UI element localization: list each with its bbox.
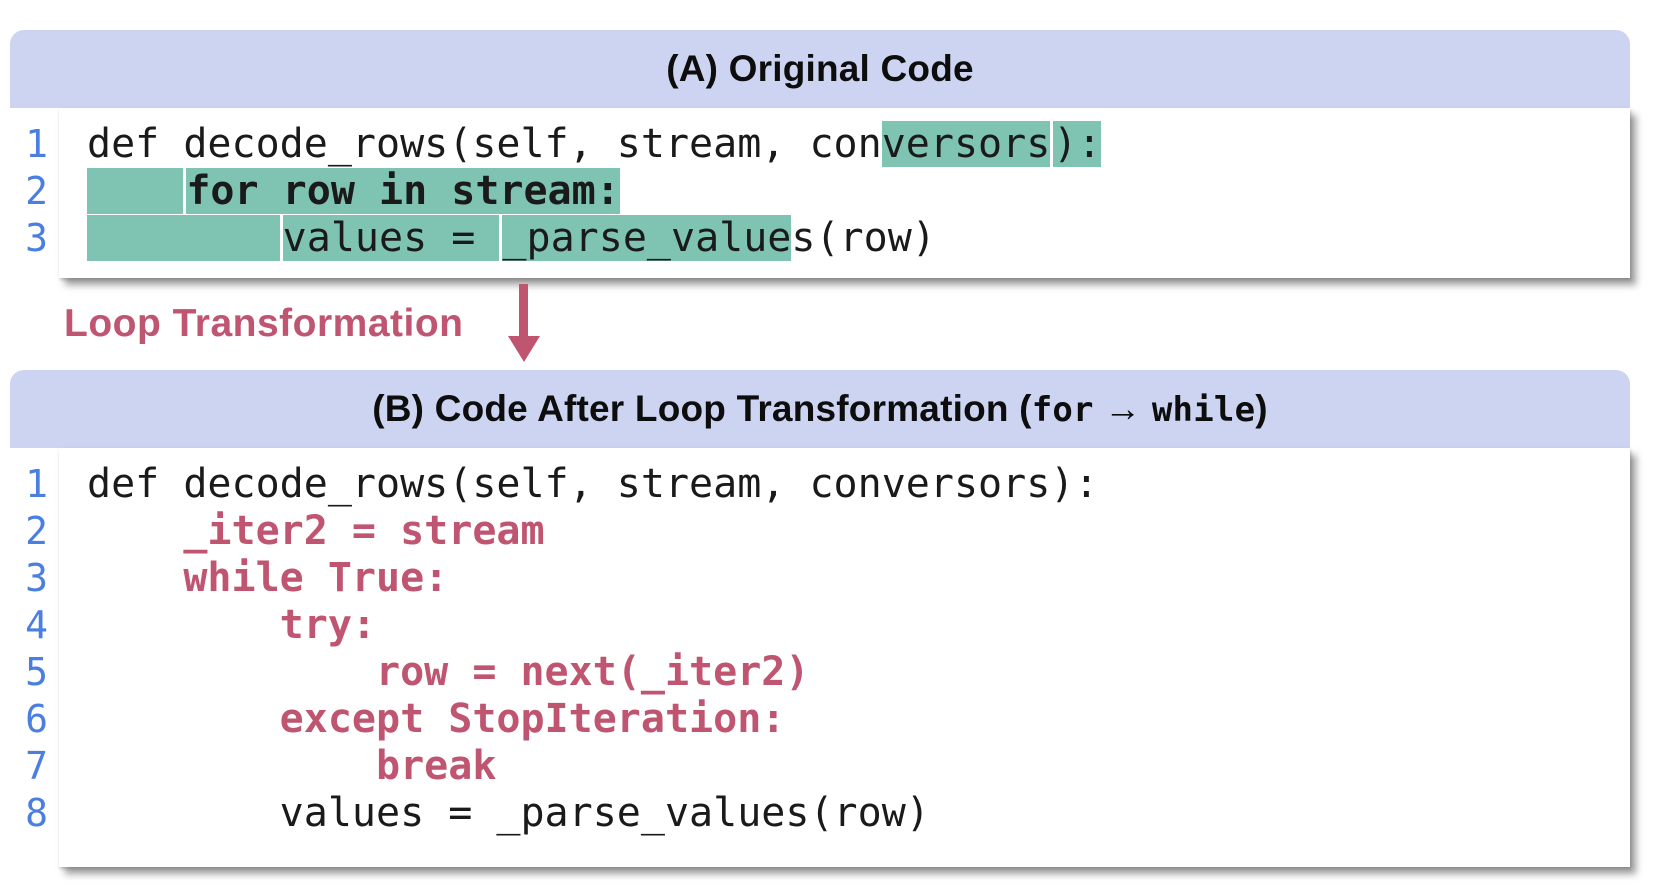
line-number: 3 xyxy=(25,556,48,600)
code-segment: def decode_rows(self, stream, conversors… xyxy=(87,461,1099,507)
line-number: 1 xyxy=(25,122,48,166)
line-number: 1 xyxy=(25,462,48,506)
keyword-inline: for xyxy=(1031,390,1094,430)
line-number: 2 xyxy=(25,509,48,553)
code-segment: s(row) xyxy=(791,215,936,261)
code-segment: values = _parse_values(row) xyxy=(87,790,930,836)
arrow-shaft xyxy=(519,284,528,336)
diff-highlight-segment xyxy=(87,215,280,261)
code-line: _iter2 = stream xyxy=(87,508,1630,555)
line-number: 4 xyxy=(25,603,48,647)
panel-a-title: (A) Original Code xyxy=(666,48,974,89)
diff-highlight-segment: ): xyxy=(1053,121,1102,167)
code-line: values = _parse_values(row) xyxy=(87,790,1630,837)
diff-highlight-segment: for row in stream: xyxy=(186,168,620,214)
code-segment: break xyxy=(87,743,497,789)
title-text: ) xyxy=(1255,388,1268,429)
code-line: while True: xyxy=(87,555,1630,602)
line-number: 2 xyxy=(25,169,48,213)
transformation-label: Loop Transformation xyxy=(64,302,464,345)
panel-b-title: (B) Code After Loop Transformation (for … xyxy=(372,388,1268,430)
down-arrow-icon xyxy=(507,284,540,362)
code-segment: while True: xyxy=(87,555,449,601)
code-line: def decode_rows(self, stream, conversors… xyxy=(87,461,1630,508)
code-segment: def decode_rows(self, stream, con xyxy=(87,121,882,167)
line-number: 5 xyxy=(25,650,48,694)
transformation-row: Loop Transformation xyxy=(0,278,1662,370)
code-line: row = next(_iter2) xyxy=(87,649,1630,696)
panel-b-code: def decode_rows(self, stream, conversors… xyxy=(59,448,1630,867)
line-number: 6 xyxy=(25,697,48,741)
diff-highlight-segment xyxy=(87,168,184,214)
title-text: (B) Code After Loop Transformation ( xyxy=(372,388,1032,429)
code-segment: except StopIteration: xyxy=(87,696,786,742)
arrow-head xyxy=(507,336,540,362)
code-line: values = _parse_values(row) xyxy=(87,215,1630,262)
diff-highlight-segment: values = xyxy=(282,215,500,261)
title-text: → xyxy=(1093,388,1152,429)
code-line: for row in stream: xyxy=(87,168,1630,215)
code-segment: row = next(_iter2) xyxy=(87,649,810,695)
code-line: try: xyxy=(87,602,1630,649)
code-line: except StopIteration: xyxy=(87,696,1630,743)
keyword-inline: while xyxy=(1151,390,1256,430)
line-number: 3 xyxy=(25,216,48,260)
line-number: 7 xyxy=(25,744,48,788)
panel-a-code: def decode_rows(self, stream, conversors… xyxy=(59,108,1630,278)
code-line: break xyxy=(87,743,1630,790)
panel-a-header: (A) Original Code xyxy=(10,30,1630,108)
line-number: 8 xyxy=(25,791,48,835)
diff-highlight-segment: versors xyxy=(881,121,1051,167)
diff-highlight-segment: _parse_value xyxy=(502,215,792,261)
code-line: def decode_rows(self, stream, conversors… xyxy=(87,121,1630,168)
code-segment: try: xyxy=(87,602,376,648)
panel-b-header: (B) Code After Loop Transformation (for … xyxy=(10,370,1630,448)
code-segment: _iter2 = stream xyxy=(87,508,545,554)
panel-transformed-code: (B) Code After Loop Transformation (for … xyxy=(10,370,1630,867)
